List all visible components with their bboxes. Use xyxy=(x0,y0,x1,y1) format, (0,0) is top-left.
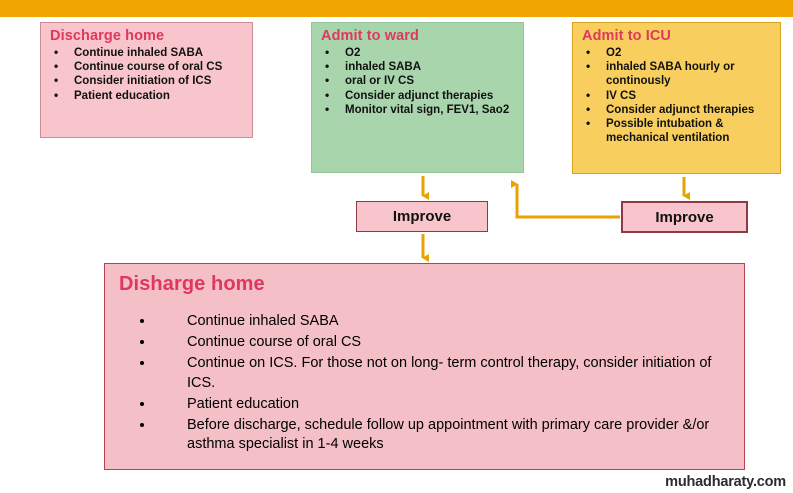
list-discharge-home-top: Continue inhaled SABA Continue course of… xyxy=(48,45,245,103)
list-admit-to-ward: O2 inhaled SABA oral or IV CS Consider a… xyxy=(319,45,516,117)
list-item: Monitor vital sign, FEV1, Sao2 xyxy=(319,102,516,117)
list-item: Consider adjunct therapies xyxy=(319,88,516,103)
list-item: inhaled SABA xyxy=(319,59,516,74)
card-title-admit-to-icu: Admit to ICU xyxy=(582,28,671,44)
top-banner xyxy=(0,0,793,17)
list-item: O2 xyxy=(580,45,773,60)
watermark: muhadharaty.com xyxy=(665,474,786,490)
list-item: Patient education xyxy=(48,88,245,103)
node-improve-right-label: Improve xyxy=(655,208,714,226)
node-improve-left-label: Improve xyxy=(392,208,452,225)
list-item: Continue on ICS. For those not on long- … xyxy=(155,354,734,393)
list-item: Before discharge, schedule follow up app… xyxy=(155,416,734,455)
card-admit-to-icu: Admit to ICU O2 inhaled SABA hourly or c… xyxy=(572,22,781,174)
card-discharge-home-bottom: Disharge home Continue inhaled SABA Cont… xyxy=(104,263,745,470)
list-item: Continue inhaled SABA xyxy=(155,312,734,332)
node-improve-right: Improve xyxy=(621,201,748,233)
arrow-improve-right-to-ward xyxy=(511,180,620,219)
card-title-discharge-home-top: Discharge home xyxy=(50,28,165,44)
list-item: Continue course of oral CS xyxy=(155,333,734,353)
card-admit-to-ward: Admit to ward O2 inhaled SABA oral or IV… xyxy=(311,22,524,173)
list-item: Possible intubation & mechanical ventila… xyxy=(580,116,773,145)
list-item: Consider initiation of ICS xyxy=(48,73,245,88)
list-item: oral or IV CS xyxy=(319,73,516,88)
list-discharge-home-bottom: Continue inhaled SABA Continue course of… xyxy=(115,312,734,455)
card-discharge-home-top: Discharge home Continue inhaled SABA Con… xyxy=(40,22,253,138)
card-title-admit-to-ward: Admit to ward xyxy=(321,28,419,44)
card-title-discharge-home-bottom: Disharge home xyxy=(119,273,265,295)
list-item: O2 xyxy=(319,45,516,60)
list-item: IV CS xyxy=(580,88,773,103)
list-item: Consider adjunct therapies xyxy=(580,102,773,117)
list-item: Patient education xyxy=(155,395,734,415)
list-admit-to-icu: O2 inhaled SABA hourly or continously IV… xyxy=(580,45,773,145)
list-item: Continue course of oral CS xyxy=(48,59,245,74)
node-improve-left: Improve xyxy=(356,201,488,232)
list-item: inhaled SABA hourly or continously xyxy=(580,59,773,88)
list-item: Continue inhaled SABA xyxy=(48,45,245,60)
